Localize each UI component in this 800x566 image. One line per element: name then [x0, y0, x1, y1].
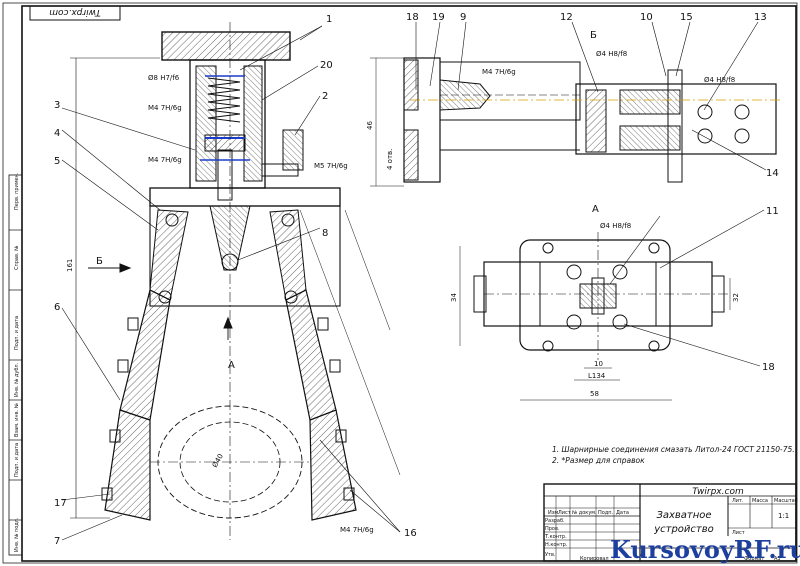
leaders — [61, 25, 401, 541]
fit-h8-2: Ø4 H8/f8 — [596, 50, 627, 58]
callout-3: 3 — [54, 100, 60, 111]
callout-18: 18 — [406, 12, 419, 23]
view-label-a: А — [592, 204, 599, 215]
fit-m5: M5 7H/6g — [314, 162, 348, 170]
callout-2: 2 — [322, 91, 328, 102]
tb-izm: Изм. — [548, 510, 560, 516]
fit-d8: Ø8 H7/f6 — [148, 74, 180, 82]
callout-14: 14 — [766, 168, 779, 179]
tb-scale: 1:1 — [778, 512, 789, 520]
view-b — [370, 21, 780, 187]
tb-prov: Пров. — [545, 526, 560, 532]
tb-format-label: Формат — [744, 556, 764, 562]
strip-cell: Инв. № дубл. — [14, 362, 20, 397]
dim-134: L134 — [588, 372, 606, 380]
watermark-logo: KursovoyRF.ru — [610, 535, 800, 564]
dim-32: 32 — [732, 293, 740, 302]
dim-d40: Ø40 — [211, 453, 225, 469]
callout-15: 15 — [680, 12, 693, 23]
main-view — [70, 22, 401, 540]
strip-cell: Подп. и дата — [14, 443, 20, 477]
tb-format: A3 — [774, 556, 781, 562]
note-2: 2. *Размер для справок — [552, 456, 645, 465]
strip-cell: Взам. инв. № — [14, 402, 20, 437]
callout-5: 5 — [54, 156, 60, 167]
tb-data: Дата — [616, 510, 629, 516]
fit-m4-2: M4 7H/6g — [148, 156, 182, 164]
fit-h8-4: Ø4 H8/f8 — [600, 222, 631, 230]
callout-17: 17 — [54, 498, 67, 509]
side-strip: Перв. примен. Справ. № Подп. и дата Инв.… — [8, 172, 23, 556]
tb-podp: Подп. — [598, 510, 614, 516]
note-1: 1. Шарнирные соединения смазать Литол-24… — [552, 445, 795, 454]
tb-nkontr: Н.контр. — [545, 542, 568, 548]
strip-cell: Перв. примен. — [14, 172, 20, 210]
callout-12: 12 — [560, 12, 573, 23]
view-label-b: Б — [590, 30, 597, 41]
callout-7: 7 — [54, 536, 60, 547]
callout-18b: 18 — [762, 362, 775, 373]
callout-13: 13 — [754, 12, 767, 23]
strip-cell: Подп. и дата — [14, 316, 20, 350]
tb-utv: Утв. — [545, 552, 556, 558]
dim-161: 161 — [66, 259, 74, 272]
callout-6: 6 — [54, 302, 60, 313]
callout-16: 16 — [404, 528, 417, 539]
dim-46: 46 — [366, 121, 374, 130]
title-name-1: Захватное — [656, 510, 711, 521]
callout-9: 9 — [460, 12, 466, 23]
top-left-stamp: Twirpx.com — [29, 5, 121, 21]
view-a — [459, 209, 765, 401]
fit-m4-4: M4 7H/6g — [482, 68, 516, 76]
tb-sheet: Лист — [732, 530, 745, 536]
dim-58: 58 — [590, 390, 599, 398]
fit-h8-3: Ø4 H8/f8 — [704, 76, 735, 84]
callout-4: 4 — [54, 128, 60, 139]
dim-holes: 4 отв. — [386, 149, 394, 170]
callout-11: 11 — [766, 206, 779, 217]
tb-ndoc: № докум. — [572, 510, 597, 516]
view-arrow-a: А — [228, 360, 235, 371]
tb-mass: Масса — [752, 498, 768, 504]
callout-20: 20 — [320, 60, 333, 71]
tb-scale-h: Масштаб — [774, 498, 798, 504]
fit-m4-3: M4 7H/6g — [340, 526, 374, 534]
title-block — [543, 483, 797, 562]
dim-34: 34 — [450, 293, 458, 302]
strip-cell: Справ. № — [14, 245, 20, 270]
strip-cell: Инв. № подл. — [14, 517, 20, 552]
watermark-text: KursovoyRF.ru — [610, 535, 800, 564]
fit-m4-1: M4 7H/6g — [148, 104, 182, 112]
title-name-2: устройство — [653, 524, 714, 535]
tb-tkontr: Т.контр. — [544, 534, 567, 540]
stamp-text: Twirpx.com — [49, 7, 101, 17]
dim-10: 10 — [594, 360, 603, 368]
tb-razrab: Разраб. — [545, 518, 565, 524]
callout-1: 1 — [326, 14, 332, 25]
callout-19: 19 — [432, 12, 445, 23]
tb-lit: Лит. — [732, 498, 744, 504]
callout-10: 10 — [640, 12, 653, 23]
tb-list: Лист — [558, 510, 571, 516]
view-arrow-b: Б — [96, 256, 103, 267]
title-site: Twirpx.com — [692, 487, 744, 497]
callout-8: 8 — [322, 228, 328, 239]
tb-copied: Копировал — [580, 556, 609, 562]
